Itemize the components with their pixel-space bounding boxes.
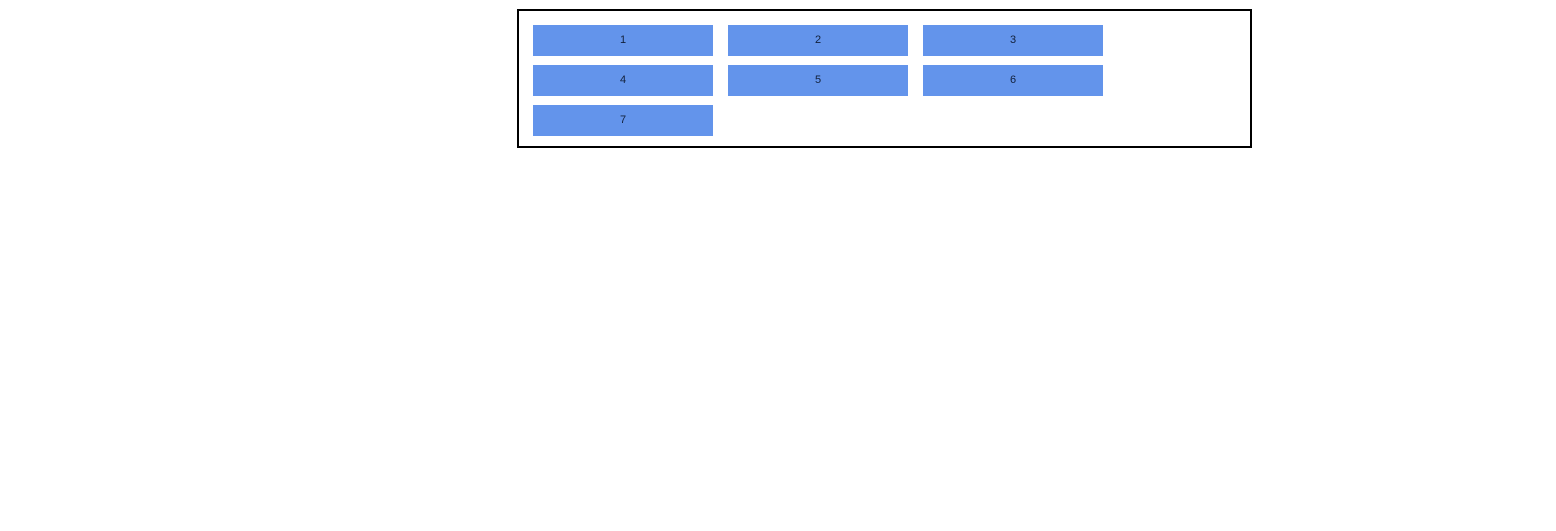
flex-item-label: 5 bbox=[814, 74, 822, 86]
flex-item-1[interactable]: 1 bbox=[533, 25, 713, 56]
flex-item-label: 6 bbox=[1009, 74, 1017, 86]
flex-item-label: 4 bbox=[619, 74, 627, 86]
flex-item-3[interactable]: 3 bbox=[923, 25, 1103, 56]
flex-item-label: 1 bbox=[619, 34, 627, 46]
flex-item-4[interactable]: 4 bbox=[533, 65, 713, 96]
flex-item-5[interactable]: 5 bbox=[728, 65, 908, 96]
flex-item-label: 3 bbox=[1009, 34, 1017, 46]
flex-item-7[interactable]: 7 bbox=[533, 105, 713, 136]
flex-item-list: 1 2 3 4 5 6 7 bbox=[533, 25, 1233, 136]
flex-item-2[interactable]: 2 bbox=[728, 25, 908, 56]
flex-item-label: 7 bbox=[619, 114, 627, 126]
flex-container: 1 2 3 4 5 6 7 bbox=[517, 9, 1252, 148]
flex-item-6[interactable]: 6 bbox=[923, 65, 1103, 96]
flex-item-label: 2 bbox=[814, 34, 822, 46]
